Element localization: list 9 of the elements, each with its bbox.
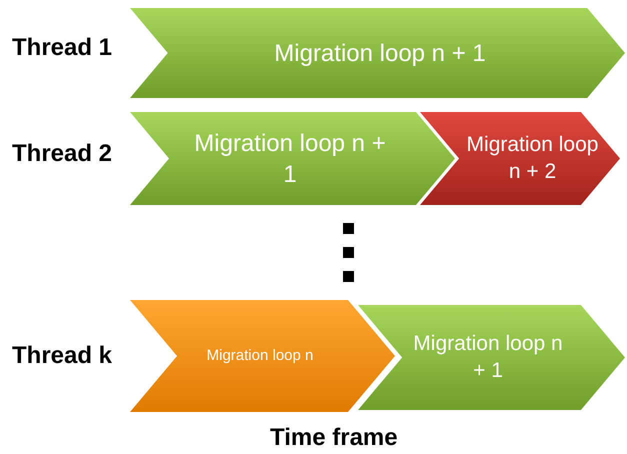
chevron-label: Migration loop n + 1 <box>273 38 487 68</box>
chevron-label: Migration loop n <box>206 346 314 366</box>
thread-label: Thread k <box>12 342 112 370</box>
thread-label: Thread 2 <box>12 140 112 168</box>
chevron-label: Migration loop n + 2 <box>466 132 600 186</box>
chevron-label: Migration loop n + 1 <box>193 128 387 190</box>
thread-label: Thread 1 <box>12 34 112 62</box>
axis-caption: Time frame <box>270 424 398 452</box>
chevron-label: Migration loop n + 1 <box>413 331 563 384</box>
